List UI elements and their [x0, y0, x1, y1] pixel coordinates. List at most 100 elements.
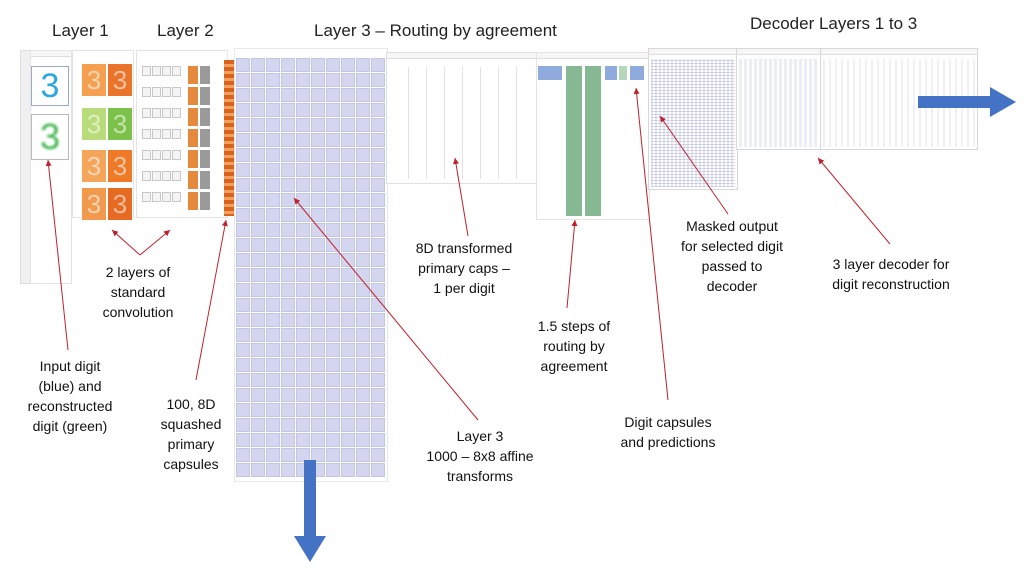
note-routing: 1.5 steps of routing by agreement	[524, 316, 624, 376]
affine-transform-tile	[356, 118, 370, 132]
affine-transform-tile	[356, 343, 370, 357]
note-standard-conv: 2 layers of standard convolution	[86, 262, 190, 322]
affine-transform-tile	[251, 343, 265, 357]
affine-transform-tile	[341, 133, 355, 147]
affine-transform-tile	[356, 223, 370, 237]
header-decoder: Decoder Layers 1 to 3	[750, 14, 918, 33]
header-layer1: Layer 1	[52, 21, 109, 40]
affine-transform-tile	[341, 433, 355, 447]
affine-transform-tile	[266, 448, 280, 462]
affine-transform-tile	[296, 418, 310, 432]
affine-transform-tile	[236, 193, 250, 207]
affine-transform-tile	[296, 163, 310, 177]
affine-transform-tile	[341, 178, 355, 192]
affine-transform-tile	[236, 433, 250, 447]
affine-transform-tile	[266, 463, 280, 477]
affine-transform-tile	[236, 298, 250, 312]
affine-transform-tile	[236, 388, 250, 402]
conv-feature-map: 3	[108, 64, 132, 96]
layer2-weight-cell	[172, 108, 181, 118]
layer2-weight-cell	[142, 129, 151, 139]
affine-transform-tile	[281, 253, 295, 267]
note-transformed-line-3: 1 per digit	[433, 280, 495, 296]
affine-transform-tile	[311, 193, 325, 207]
header-layer2: Layer 2	[157, 21, 214, 40]
affine-transform-tile	[236, 328, 250, 342]
affine-transform-tile	[326, 163, 340, 177]
affine-transform-tile	[236, 373, 250, 387]
layer2-weight-cell	[142, 192, 151, 202]
note-digit-caps: Digit capsules and predictions	[604, 412, 732, 452]
affine-transform-tile	[371, 283, 385, 297]
affine-transform-tile	[326, 223, 340, 237]
affine-transform-tile	[296, 133, 310, 147]
affine-transform-tile	[311, 403, 325, 417]
affine-transform-tile	[236, 88, 250, 102]
affine-transform-tile	[236, 223, 250, 237]
affine-transform-tile	[236, 58, 250, 72]
affine-transform-tile	[356, 388, 370, 402]
affine-transform-tile	[296, 193, 310, 207]
affine-transform-tile	[296, 223, 310, 237]
affine-transform-tile	[326, 298, 340, 312]
reconstructed-digit-glyph: 3	[39, 116, 61, 157]
affine-transform-tile	[326, 208, 340, 222]
note-digit-caps-line-1: Digit capsules	[624, 414, 712, 430]
affine-transform-tile	[281, 103, 295, 117]
affine-transform-tile	[341, 463, 355, 477]
decoder-panel-1-header	[649, 49, 737, 55]
line-conv-right	[139, 229, 171, 256]
affine-transform-tile	[326, 418, 340, 432]
affine-transform-tile	[311, 118, 325, 132]
affine-transform-tile	[296, 403, 310, 417]
affine-transform-tile	[311, 223, 325, 237]
layer2-weight-cell	[162, 87, 171, 97]
input-digit: 3	[31, 66, 69, 106]
affine-transform-tile	[266, 388, 280, 402]
affine-transform-tile	[251, 58, 265, 72]
conv2-feature-map	[200, 87, 210, 105]
affine-transform-tile	[266, 298, 280, 312]
affine-transform-tile	[371, 118, 385, 132]
affine-transform-tile	[371, 58, 385, 72]
note-decoder: 3 layer decoder for digit reconstruction	[816, 254, 966, 294]
line-routing	[566, 219, 578, 309]
affine-transform-tile	[296, 373, 310, 387]
note-masked-line-2: for selected digit	[681, 238, 783, 254]
affine-transform-tile	[266, 118, 280, 132]
affine-transform-tile	[356, 448, 370, 462]
note-transformed-line-2: primary caps –	[418, 260, 510, 276]
affine-transform-tile	[296, 103, 310, 117]
affine-transform-tile	[236, 208, 250, 222]
conv-feature-map: 3	[82, 188, 106, 220]
conv2-feature-map	[200, 108, 210, 126]
affine-transform-tile	[266, 358, 280, 372]
affine-transform-tile	[311, 343, 325, 357]
affine-transform-tile	[341, 208, 355, 222]
decoder-panel-1	[648, 48, 738, 190]
affine-transform-tile	[341, 193, 355, 207]
affine-transform-tile	[266, 73, 280, 87]
decoder-panel-2	[736, 48, 822, 150]
affine-transform-tile	[266, 283, 280, 297]
affine-transform-tile	[341, 388, 355, 402]
affine-transform-tile	[356, 298, 370, 312]
affine-transform-tile	[371, 178, 385, 192]
affine-transform-tile	[341, 223, 355, 237]
affine-transform-tile	[311, 73, 325, 87]
affine-transform-tile	[311, 238, 325, 252]
layer2-weight-cell	[152, 108, 161, 118]
affine-transform-tile	[326, 103, 340, 117]
affine-transform-tile	[371, 193, 385, 207]
layer2-weight-cell	[162, 171, 171, 181]
affine-transform-tile	[356, 403, 370, 417]
layer2-weight-cell	[152, 87, 161, 97]
affine-transform-tile	[281, 88, 295, 102]
affine-transform-tile	[251, 193, 265, 207]
affine-transform-tile	[236, 283, 250, 297]
affine-transform-tile	[341, 238, 355, 252]
routing-panel-header	[537, 53, 649, 59]
affine-transform-tile	[251, 253, 265, 267]
affine-transform-tile	[281, 313, 295, 327]
layer2-panel	[136, 50, 228, 218]
